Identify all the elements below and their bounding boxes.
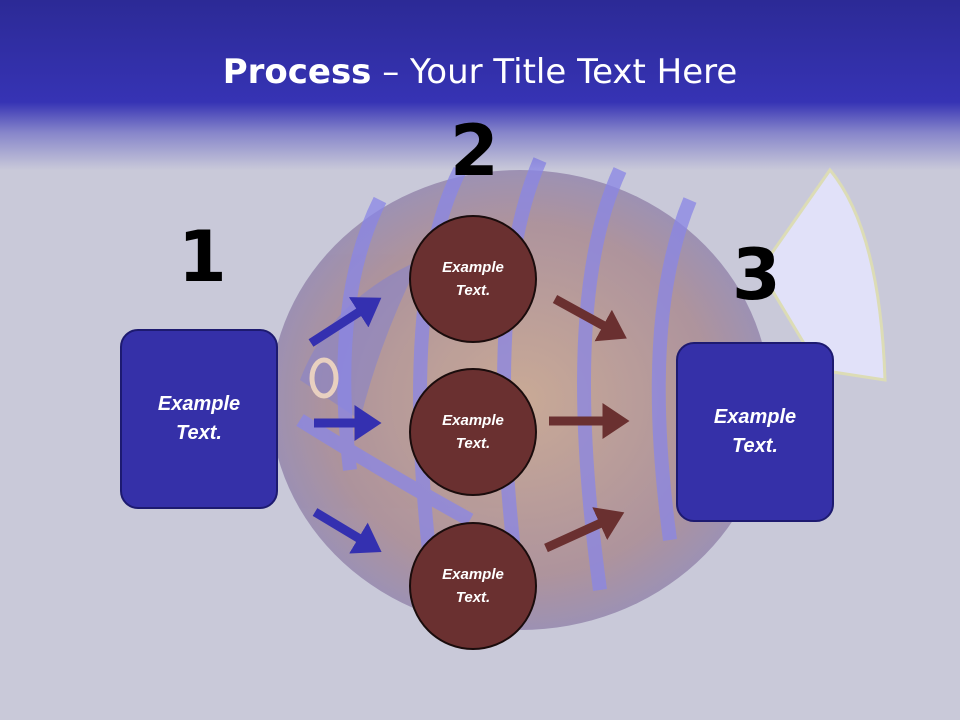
title-rest: – Your Title Text Here	[371, 52, 738, 92]
title-bar	[0, 0, 960, 170]
fish-eye	[309, 357, 339, 399]
arrow-from-circle-top	[552, 295, 627, 342]
end-box-line2: Text.	[732, 435, 778, 457]
circle-middle-line1: Example	[442, 412, 504, 429]
start-box-line2: Text.	[176, 422, 222, 444]
arrow-to-circle-top	[308, 297, 382, 347]
circle-bottom-line2: Text.	[455, 589, 491, 606]
end-box: Example Text.	[676, 342, 834, 522]
circle-middle-line2: Text.	[455, 435, 491, 452]
process-circle-bottom: Example Text.	[409, 522, 537, 650]
start-box: Example Text.	[120, 329, 278, 509]
step-number-2: 2	[450, 110, 499, 192]
circle-top-line2: Text.	[455, 282, 491, 299]
slide-title: Process – Your Title Text Here	[0, 52, 960, 92]
step-number-1: 1	[178, 216, 227, 298]
circle-top-line1: Example	[442, 259, 504, 276]
arrow-from-circle-bottom	[544, 507, 625, 553]
circle-bottom-line1: Example	[442, 566, 504, 583]
start-box-line1: Example	[157, 393, 241, 415]
title-bold: Process	[222, 52, 372, 92]
end-box-line1: Example	[713, 406, 797, 428]
process-circle-top: Example Text.	[409, 215, 537, 343]
step-number-3: 3	[732, 234, 781, 316]
arrow-to-circle-bottom	[312, 508, 382, 554]
fish-tail-fin	[758, 167, 887, 382]
process-circle-middle: Example Text.	[409, 368, 537, 496]
